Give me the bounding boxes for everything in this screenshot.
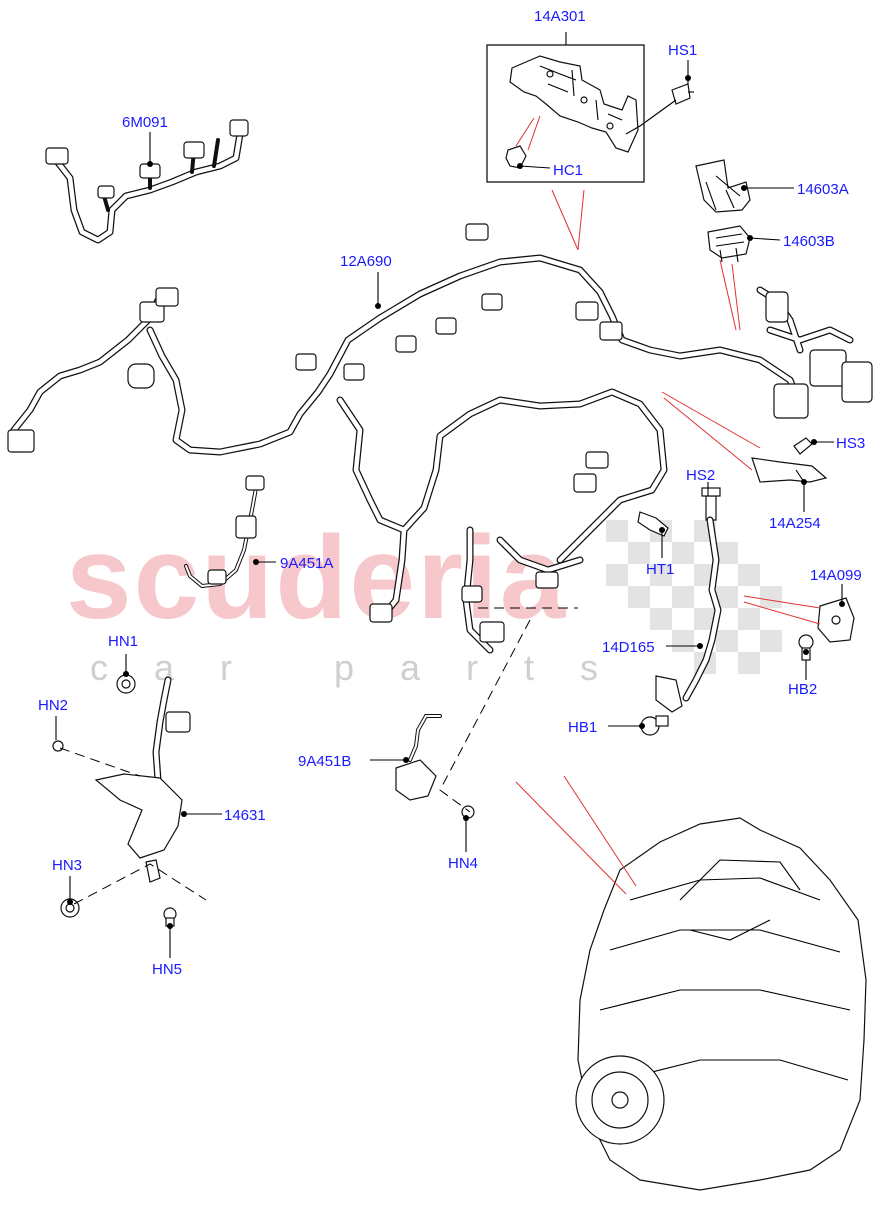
label-HT1[interactable]: HT1: [646, 561, 674, 578]
label-HB1[interactable]: HB1: [568, 719, 597, 736]
label-HB2[interactable]: HB2: [788, 681, 817, 698]
tube-14D165[interactable]: [655, 516, 722, 713]
label-14A099[interactable]: 14A099: [810, 567, 862, 584]
label-6M091[interactable]: 6M091: [122, 114, 168, 131]
label-HN2[interactable]: HN2: [38, 697, 68, 714]
label-14631[interactable]: 14631: [224, 807, 266, 824]
label-HN5[interactable]: HN5: [152, 961, 182, 978]
label-9A451A[interactable]: 9A451A: [280, 555, 333, 572]
harness-6M091[interactable]: [45, 119, 249, 244]
label-9A451B[interactable]: 9A451B: [298, 753, 351, 770]
label-14D165[interactable]: 14D165: [602, 639, 655, 656]
label-12A690[interactable]: 12A690: [340, 253, 392, 270]
bolt-HS1[interactable]: [625, 83, 694, 135]
bolt-HS2[interactable]: [701, 487, 721, 521]
harness-14631[interactable]: [94, 676, 191, 883]
label-HN3[interactable]: HN3: [52, 857, 82, 874]
label-HS2[interactable]: HS2: [686, 467, 715, 484]
harness-9A451A[interactable]: [184, 475, 265, 589]
bolt-HB2[interactable]: [798, 634, 814, 661]
label-HN4[interactable]: HN4: [448, 855, 478, 872]
label-14603B[interactable]: 14603B: [783, 233, 835, 250]
bracket-14A301[interactable]: [509, 55, 639, 153]
nut-HN1[interactable]: [116, 674, 136, 694]
engine-block: [515, 775, 867, 1191]
label-HS3[interactable]: HS3: [836, 435, 865, 452]
label-HS1[interactable]: HS1: [668, 42, 697, 59]
clip-HC1[interactable]: [505, 115, 541, 169]
label-14603A[interactable]: 14603A: [797, 181, 849, 198]
watermark: scuderia car parts: [66, 512, 782, 688]
watermark-subtitle: car parts: [90, 647, 644, 688]
label-HN1[interactable]: HN1: [108, 633, 138, 650]
sensor-9A451B[interactable]: [395, 714, 442, 801]
callout-labels: 14A301 HS1 HC1 6M091 14603A 14603B 12A69…: [38, 8, 865, 978]
nut-HN2[interactable]: [52, 740, 64, 752]
sensor-14A099[interactable]: [743, 595, 855, 643]
connector-14603B[interactable]: [707, 225, 751, 331]
bolt-HB1[interactable]: [640, 715, 669, 736]
label-14A254[interactable]: 14A254: [769, 515, 821, 532]
bolt-HS3[interactable]: [793, 437, 813, 455]
label-HC1[interactable]: HC1: [553, 162, 583, 179]
connector-14603A[interactable]: [695, 159, 751, 213]
bracket-14A254[interactable]: [661, 391, 828, 483]
dashed-guides: [59, 189, 585, 905]
harness-12A690[interactable]: [7, 223, 873, 654]
bolt-HN5[interactable]: [163, 907, 177, 927]
label-14A301[interactable]: 14A301: [534, 8, 586, 25]
leader-lines: [55, 32, 845, 958]
